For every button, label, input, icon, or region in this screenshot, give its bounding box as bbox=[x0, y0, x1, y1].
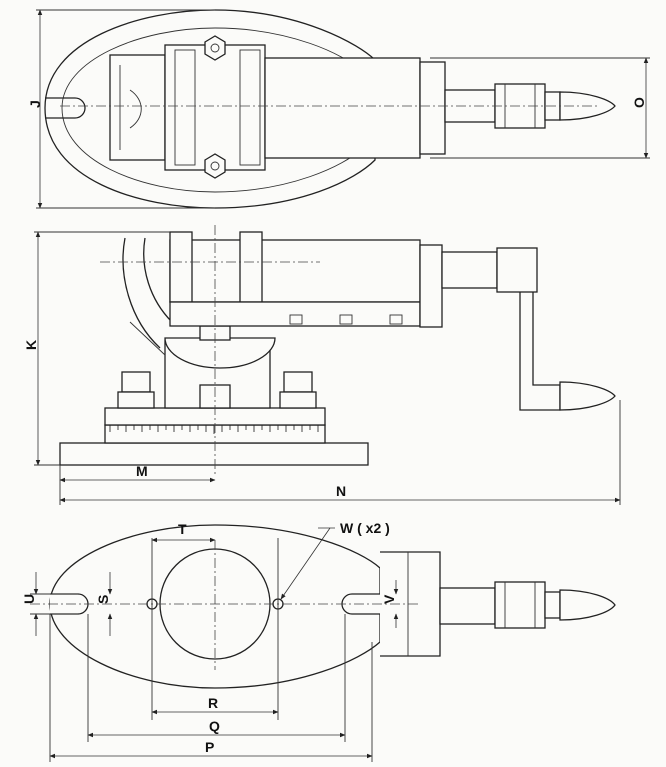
side-view-crank-hub bbox=[496, 247, 538, 293]
top-view-fixed-jaw bbox=[109, 54, 166, 161]
top-view-slot bbox=[45, 97, 86, 119]
side-view-clamp-nut-left bbox=[121, 371, 151, 393]
label-S: S bbox=[95, 595, 111, 604]
top-view-hex-nut-bottom bbox=[204, 153, 226, 179]
side-view-moving-jaw bbox=[239, 231, 263, 303]
side-view-tilt-arc-outer bbox=[122, 237, 161, 349]
label-R: R bbox=[208, 695, 218, 711]
side-view-screw bbox=[441, 251, 498, 289]
top-view-end-cap bbox=[419, 61, 446, 155]
top-view-hex-nut-top bbox=[204, 35, 226, 61]
bottom-view-handle-knob bbox=[559, 589, 616, 621]
label-T: T bbox=[178, 521, 187, 537]
bottom-view-collar bbox=[544, 591, 561, 619]
side-view-slot-1 bbox=[289, 314, 303, 325]
top-view-nut-hole-bottom bbox=[210, 161, 220, 171]
label-M: M bbox=[136, 463, 148, 479]
side-view-tilt-scale bbox=[129, 321, 166, 356]
bottom-view: T W ( x2 ) U S V R Q P bbox=[21, 520, 616, 762]
label-N: N bbox=[336, 483, 346, 499]
label-U: U bbox=[21, 594, 37, 604]
top-view-nut-hole-top bbox=[210, 43, 220, 53]
label-Q: Q bbox=[209, 718, 220, 734]
label-P: P bbox=[205, 739, 214, 755]
side-view-vise-body bbox=[169, 239, 421, 303]
bottom-view-hex-coupling bbox=[494, 581, 546, 629]
top-view-moving-jaw bbox=[164, 44, 266, 171]
side-view-crank-knob bbox=[559, 381, 616, 411]
side-view-crank-arm bbox=[519, 292, 561, 411]
top-view-jaw-detail bbox=[119, 65, 142, 150]
side-view-cradle bbox=[164, 337, 276, 369]
top-view-jaw-plate-right bbox=[239, 49, 261, 166]
side-view-base-plate bbox=[59, 442, 369, 466]
side-view-end-cap bbox=[419, 244, 443, 328]
side-view: K M N bbox=[23, 225, 621, 505]
bottom-view-coupling-lines bbox=[504, 582, 536, 628]
top-view-body bbox=[264, 57, 421, 159]
label-K: K bbox=[23, 340, 39, 350]
side-view-clamp-nut-right bbox=[283, 371, 313, 393]
side-view-slide bbox=[169, 301, 421, 327]
top-view-jaw-plate-left bbox=[174, 49, 196, 166]
side-view-fixed-jaw bbox=[169, 231, 193, 303]
side-view-scale-ticks bbox=[109, 425, 319, 434]
side-view-slot-2 bbox=[339, 314, 353, 325]
side-view-clamp-base-right bbox=[279, 391, 317, 409]
side-view-clamp-base-left bbox=[117, 391, 155, 409]
side-view-tilt-arc-inner bbox=[143, 237, 173, 323]
leader-W bbox=[280, 527, 331, 600]
label-O: O bbox=[631, 97, 647, 108]
label-J: J bbox=[27, 100, 43, 108]
top-view: J O bbox=[27, 9, 650, 209]
label-W: W ( x2 ) bbox=[340, 520, 390, 536]
side-view-slot-3 bbox=[389, 314, 403, 325]
bottom-view-screw bbox=[439, 587, 496, 625]
label-V: V bbox=[381, 594, 397, 604]
